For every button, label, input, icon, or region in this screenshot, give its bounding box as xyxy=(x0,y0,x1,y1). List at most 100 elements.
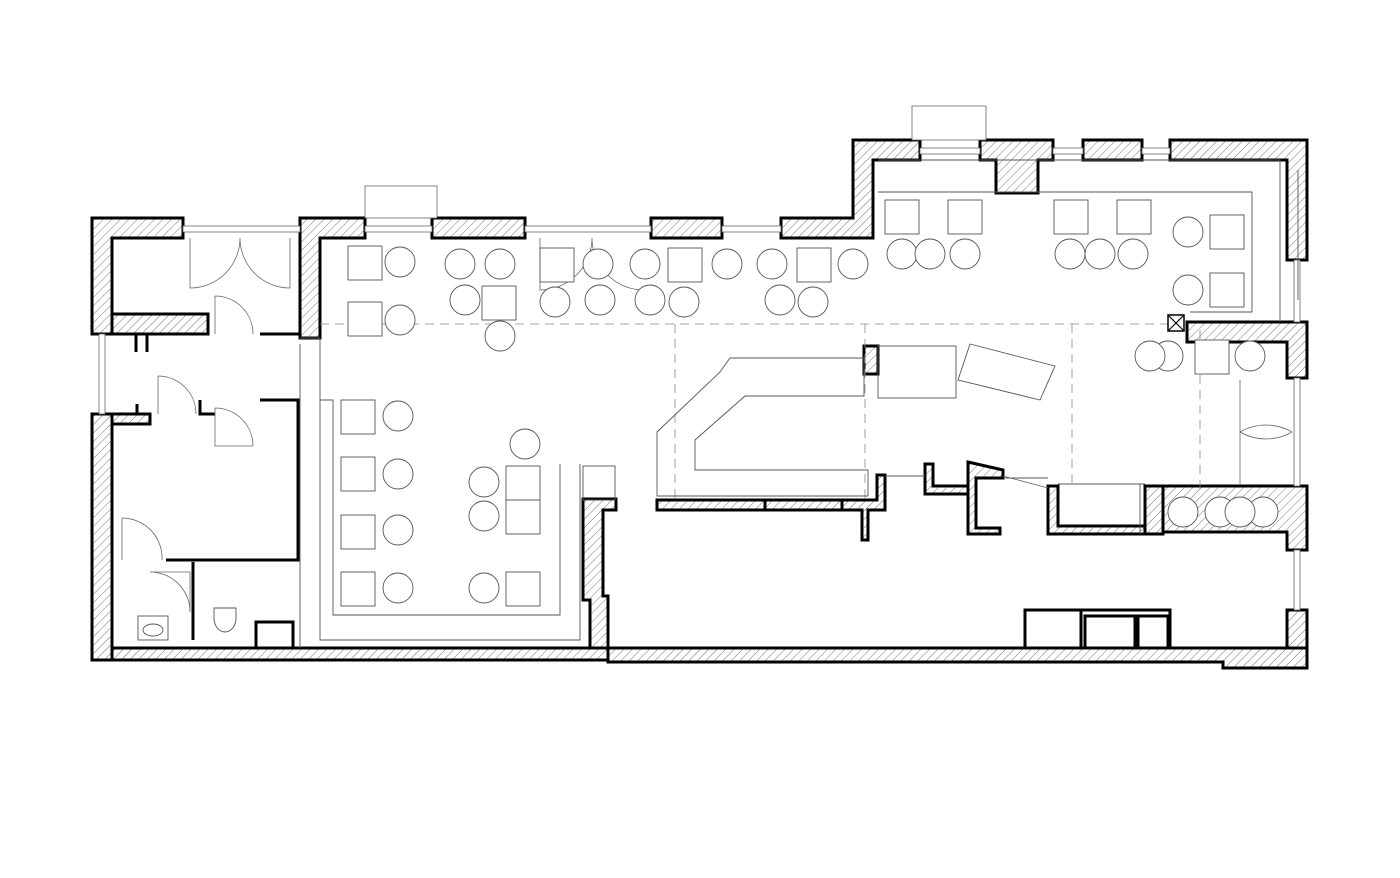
table xyxy=(340,571,376,607)
vent-icon xyxy=(1167,314,1185,332)
booth-outline xyxy=(878,159,1281,322)
table xyxy=(1209,272,1245,308)
wall-top-left xyxy=(90,216,185,336)
wall-column-center xyxy=(840,473,887,542)
chair xyxy=(468,500,500,532)
chair xyxy=(629,248,661,280)
wall-entry-2 xyxy=(966,460,1005,536)
interior-walls xyxy=(110,332,1172,650)
kitchen-shelf-2 xyxy=(1083,614,1137,650)
wall-service-1 xyxy=(134,332,300,352)
kitchen-shelf-outline xyxy=(1025,608,1172,648)
window-2 xyxy=(364,225,433,233)
window-balcony-1 xyxy=(364,185,438,219)
wall-top-pillar xyxy=(978,138,1055,195)
chair xyxy=(384,304,416,336)
wall-restroom-stub xyxy=(135,400,215,416)
door-staff xyxy=(157,375,197,415)
table xyxy=(505,571,541,607)
chair xyxy=(1134,340,1166,372)
table xyxy=(505,465,541,501)
wall-entry-4 xyxy=(1143,484,1165,536)
furniture xyxy=(340,199,1279,607)
chair xyxy=(886,238,918,270)
table xyxy=(1209,214,1245,250)
window-7 xyxy=(1141,147,1171,155)
chair xyxy=(582,248,614,280)
chair xyxy=(484,248,516,280)
chair xyxy=(756,248,788,280)
chair xyxy=(1054,238,1086,270)
chair xyxy=(1224,496,1256,528)
wall-right-pillar-1 xyxy=(1185,320,1309,380)
wall-top-left-b xyxy=(110,312,210,336)
window-right-2 xyxy=(1293,377,1301,487)
chair xyxy=(539,286,571,318)
wall-bottom-right xyxy=(606,646,1309,670)
chair xyxy=(1234,340,1266,372)
chair xyxy=(711,248,743,280)
window-4 xyxy=(721,225,782,233)
door-main-left xyxy=(189,237,291,289)
window-3 xyxy=(524,225,652,233)
windows xyxy=(98,105,1301,611)
door-wc-2 xyxy=(149,571,191,613)
table xyxy=(481,285,517,321)
table xyxy=(340,399,376,435)
window-5 xyxy=(919,147,981,155)
table xyxy=(347,245,383,281)
chair xyxy=(949,238,981,270)
table xyxy=(539,247,575,283)
window-right-1 xyxy=(1293,259,1301,323)
chair xyxy=(837,248,869,280)
kitchen-shelf-3 xyxy=(1136,614,1170,650)
window-right-3 xyxy=(1293,549,1301,611)
wall-restroom-block xyxy=(110,398,300,650)
bar-counter xyxy=(656,357,869,497)
wall-left-lower xyxy=(90,412,114,662)
table xyxy=(1194,339,1230,375)
table xyxy=(505,499,541,535)
wall-kitchen-left xyxy=(581,497,618,650)
wall-bar-partition xyxy=(655,498,767,512)
kitchen-cabinet xyxy=(582,465,616,501)
wall-bar-partition-2 xyxy=(763,498,844,512)
chair xyxy=(468,466,500,498)
window-balcony-2 xyxy=(911,105,987,141)
chair xyxy=(449,284,481,316)
zone-lines xyxy=(320,323,1201,500)
fixtures xyxy=(137,314,1185,641)
table xyxy=(1053,199,1089,235)
chair xyxy=(1172,216,1204,248)
chair xyxy=(509,428,541,460)
kitchen-shelf-1 xyxy=(1023,608,1083,650)
chair xyxy=(914,238,946,270)
wall-top-segment-3 xyxy=(1081,138,1144,162)
table xyxy=(340,514,376,550)
chair xyxy=(584,284,616,316)
chair xyxy=(384,246,416,278)
chair xyxy=(668,286,700,318)
chair xyxy=(468,572,500,604)
table xyxy=(947,199,983,235)
wall-entry-3 xyxy=(1046,484,1147,536)
chair xyxy=(764,284,796,316)
table xyxy=(884,199,920,235)
chair xyxy=(1084,238,1116,270)
wall-top-segment-1 xyxy=(430,216,527,240)
door-service xyxy=(214,295,254,335)
chair xyxy=(444,248,476,280)
entry-outline xyxy=(885,475,1145,534)
wall-top-segment-2 xyxy=(649,216,724,240)
table xyxy=(347,301,383,337)
window-6 xyxy=(1052,147,1084,155)
table xyxy=(667,247,703,283)
bar-station xyxy=(877,345,957,399)
sink-icon xyxy=(142,623,164,637)
window-left xyxy=(98,333,106,415)
wall-entry-1 xyxy=(923,462,974,496)
table xyxy=(340,456,376,492)
chair xyxy=(382,400,414,432)
table xyxy=(796,247,832,283)
